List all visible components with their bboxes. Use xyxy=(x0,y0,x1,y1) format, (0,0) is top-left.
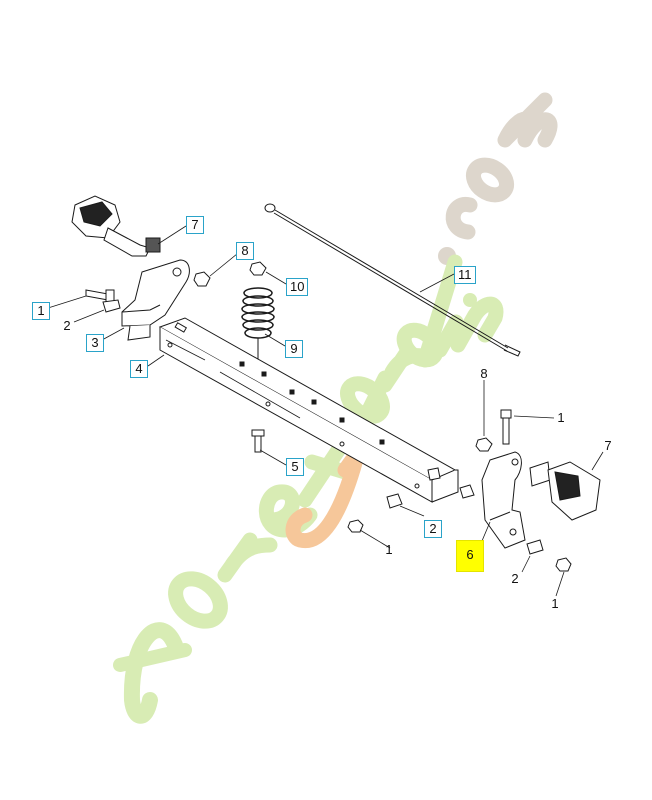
callout-6-highlighted: 6 xyxy=(456,540,484,572)
cable xyxy=(264,203,521,357)
switch-assembly-right xyxy=(529,461,601,521)
bolt-left xyxy=(85,289,115,303)
nut-top xyxy=(249,261,267,276)
nut-left xyxy=(193,271,211,287)
watermark-dot-com xyxy=(438,92,558,265)
nut-right-bottom xyxy=(555,557,572,572)
nut-lower xyxy=(347,519,364,533)
callout-2-right-bottom: 2 xyxy=(511,571,519,586)
callout-1-right-bottom: 1 xyxy=(551,596,559,611)
leader-lines xyxy=(47,225,604,597)
callout-3: 3 xyxy=(86,334,104,352)
callout-2-left: 2 xyxy=(63,318,71,333)
clip-left xyxy=(102,299,121,313)
callout-8-right: 8 xyxy=(480,366,488,381)
callout-1-left: 1 xyxy=(32,302,50,320)
callout-8-left: 8 xyxy=(236,242,254,260)
callout-1-lower: 1 xyxy=(385,542,393,557)
callout-4: 4 xyxy=(130,360,148,378)
callout-7-right: 7 xyxy=(604,438,612,453)
callout-7-left: 7 xyxy=(186,216,204,234)
main-channel xyxy=(158,317,459,503)
bolt-right-top xyxy=(500,409,512,445)
callout-1-right-top: 1 xyxy=(557,410,565,425)
switch-assembly-left xyxy=(71,195,161,257)
bracket-right xyxy=(481,451,526,549)
callout-5: 5 xyxy=(286,458,304,476)
clip-channel-right xyxy=(459,484,475,499)
callout-2-channel: 2 xyxy=(424,520,442,538)
callout-10: 10 xyxy=(286,278,309,296)
bolt-center xyxy=(251,429,265,453)
clip-channel-left xyxy=(386,493,403,509)
callout-9: 9 xyxy=(285,340,303,358)
spring xyxy=(241,287,275,362)
nut-right xyxy=(475,437,493,452)
clip-right-bottom xyxy=(526,539,544,555)
bracket-left xyxy=(121,259,190,341)
callout-11: 11 xyxy=(454,266,476,284)
